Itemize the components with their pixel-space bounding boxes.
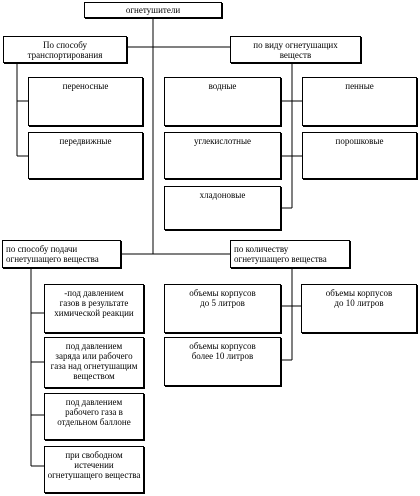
agent-item-water: водные — [164, 77, 281, 126]
root-node: огнетушители — [84, 2, 222, 18]
volume-item-10l: объемы корпусов до 10 литров — [301, 284, 417, 333]
agent-item-foam: пенные — [302, 77, 417, 126]
category-supply: по способу подачи огнетушащего вещества — [2, 240, 121, 268]
volume-item-over-10l: объемы корпусов более 10 литров — [164, 337, 281, 386]
supply-item-charge: под давлением заряда или рабочего газа н… — [44, 337, 144, 388]
supply-item-cylinder: под давлением рабочего газа в отдельном … — [44, 393, 144, 440]
category-transport: По способу транспортирования — [3, 36, 127, 63]
agent-item-powder: порошковые — [302, 132, 417, 179]
supply-item-free-flow: при свободном истечении огнетушащего вещ… — [44, 446, 144, 493]
transport-item-mobile: передвижные — [28, 132, 143, 179]
category-agent-type: по виду огнетушащих веществ — [230, 36, 361, 63]
transport-item-portable: переносные — [28, 77, 143, 126]
supply-item-chemical: -под давлением газов в результате химиче… — [44, 284, 144, 333]
volume-item-5l: объемы корпусов до 5 литров — [164, 284, 281, 333]
agent-item-halon: хладоновые — [164, 186, 281, 230]
category-volume: по количеству огнетушащего вещества — [230, 240, 350, 268]
agent-item-co2: углекислотные — [164, 132, 281, 179]
